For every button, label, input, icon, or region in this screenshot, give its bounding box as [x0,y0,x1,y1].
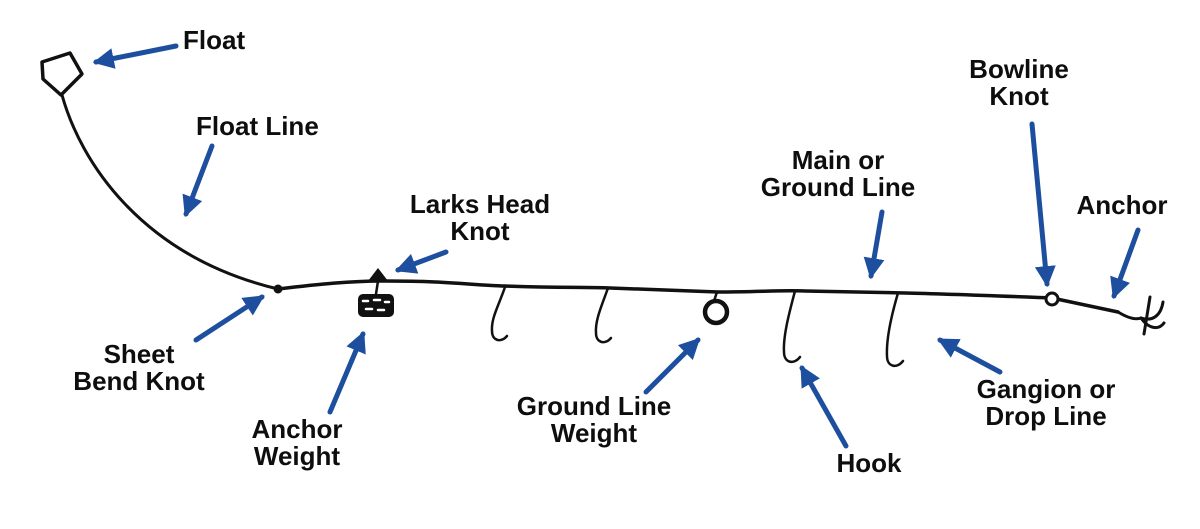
label-ground-line-weight: Ground Line Weight [516,391,672,448]
main-ground-line [276,279,1120,314]
arrow-bowline-knot [1029,121,1056,288]
label-larks-head-knot: Larks Head Knot [409,189,551,246]
bowline-knot-shape [1044,291,1060,307]
gangion-hook-3 [782,289,802,364]
arrow-hook [799,365,849,449]
arrow-anchor [1110,227,1141,299]
arrow-larks-head-knot [395,249,449,274]
label-anchor: Anchor [1076,190,1168,220]
label-main-or-ground-line: Main or Ground Line [760,145,916,202]
anchor-weight-texture [361,298,391,312]
arrow-ground-line-weight [643,337,701,395]
label-bowline-knot: Bowline Knot [969,54,1069,111]
label-hook: Hook [836,448,902,478]
anchor-shank [1116,310,1143,321]
gangion-hook-1 [490,285,509,342]
arrow-anchor-weight [327,331,366,415]
label-float: Float [183,25,246,55]
arrow-main-ground-line [863,209,885,280]
anchor-fluke-upper [1139,300,1165,321]
arrow-gangion [937,337,1003,375]
float-line-curve [60,93,280,291]
anchor-fluke-lower [1139,316,1166,330]
anchor-weight-tie [374,279,380,296]
anchor-weight-shape [358,294,394,317]
label-sheet-bend-knot: Sheet Bend Knot [73,339,205,396]
float-shape [40,51,84,97]
ground-line-weight-shape [702,298,730,326]
larks-head-knot-shape [368,268,388,281]
sheet-bend-knot-shape [273,284,283,294]
gangion-hook-4 [885,291,905,368]
label-gangion-or-drop-line: Gangion or Drop Line [976,374,1116,431]
arrow-float-line [182,143,215,217]
arrow-sheet-bend-knot [193,294,265,343]
gangion-hook-2 [594,286,613,344]
label-anchor-weight: Anchor Weight [251,414,343,471]
label-float-line: Float Line [196,111,319,141]
anchor-stock [1142,295,1152,336]
arrow-float [92,43,179,69]
